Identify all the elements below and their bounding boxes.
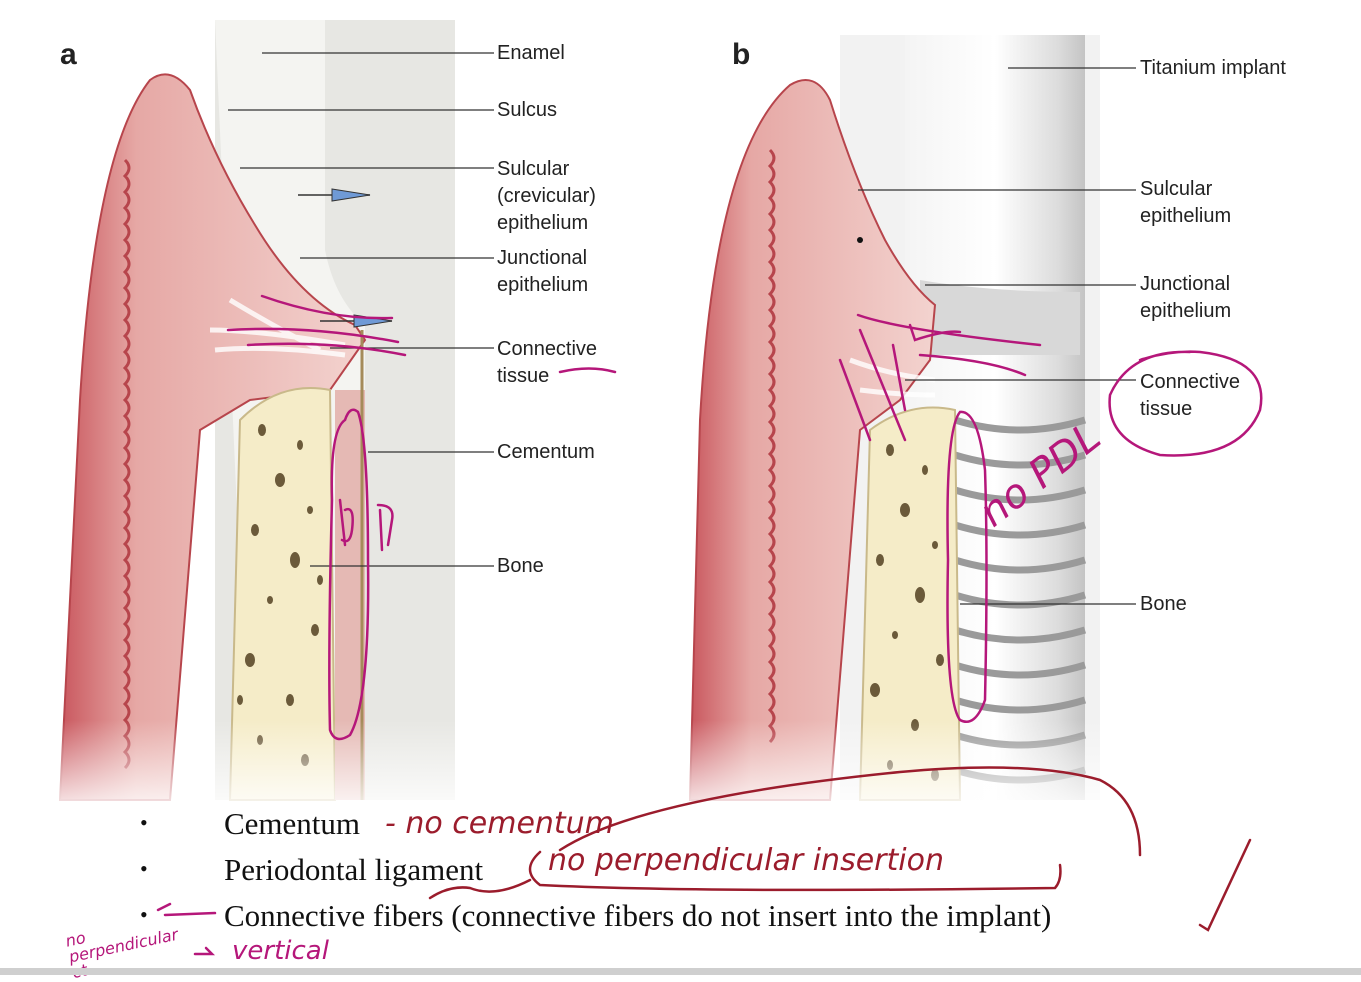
label-sulcular-epithelium-b: Sulcular epithelium: [1140, 178, 1232, 227]
label-titanium-implant: Titanium implant: [1140, 57, 1286, 79]
red-pdl-arrow: [428, 878, 532, 900]
bullet-periodontal-ligament: Periodontal ligament: [224, 852, 484, 887]
label-junctional-epithelium-b: Junctional epithelium: [1140, 273, 1232, 322]
bottom-divider: [0, 968, 1361, 975]
pink-scribble-a: [338, 498, 394, 552]
gingiva-b: [688, 79, 937, 801]
bullet-connective-fibers: Connective fibers (connective fibers do …: [224, 898, 1052, 933]
panel-b-letter: b: [732, 38, 751, 71]
bullet-marker: •: [140, 856, 148, 881]
gingiva-scallop-b: [767, 148, 776, 744]
label-sulcus: Sulcus: [497, 99, 558, 121]
label-bone-a: Bone: [497, 555, 544, 577]
connective-fibers-a: [209, 297, 346, 358]
red-bracket-pdl: [528, 850, 1062, 892]
label-cementum: Cementum: [497, 441, 595, 463]
connective-fibers-b: [849, 357, 936, 398]
label-connective-tissue-b: Connective tissue: [1140, 371, 1241, 420]
gingiva-scallop-a: [122, 158, 131, 770]
bullet-marker: •: [140, 902, 148, 927]
handwriting-strokes: [156, 294, 1263, 956]
note-vertical: vertical: [232, 936, 329, 966]
dot-mark: [857, 237, 863, 243]
note-no-perpendicular-insertion: no perpendicular insertion: [548, 843, 944, 878]
bullet-cementum: Cementum: [224, 806, 361, 841]
arrow-a-upper-head: [331, 188, 371, 202]
leader-lines-a: [228, 52, 494, 567]
bone-b: [858, 406, 962, 801]
pink-loop-b: [946, 410, 988, 723]
red-swoop: [558, 766, 1142, 857]
label-enamel: Enamel: [497, 42, 565, 64]
panel-a-artwork: [58, 20, 494, 801]
pink-lines-b: [838, 313, 1042, 442]
pink-flourish-left: [156, 902, 217, 917]
label-bone-b: Bone: [1140, 593, 1187, 615]
note-no-cementum: - no cementum: [385, 806, 614, 841]
panel-a-letter: a: [60, 38, 77, 71]
label-sulcular-epithelium-a: Sulcular (crevicular) epithelium: [497, 158, 596, 234]
label-connective-tissue-a: Connective tissue: [497, 338, 598, 387]
gingiva-a: [58, 73, 367, 801]
bullet-marker: •: [140, 810, 148, 835]
label-junctional-epithelium-a: Junctional epithelium: [497, 247, 589, 296]
bottom-fade: [0, 720, 1361, 820]
red-checkmark: [1198, 838, 1252, 932]
pink-circle-ct: [1108, 350, 1263, 457]
leader-lines-b: [858, 67, 1136, 605]
pink-loop-a: [328, 408, 370, 741]
panel-b-artwork: [688, 35, 1136, 801]
pink-underline-a: [558, 367, 617, 374]
pink-arrow-left: [193, 946, 216, 956]
pink-lines-a: [226, 294, 407, 357]
